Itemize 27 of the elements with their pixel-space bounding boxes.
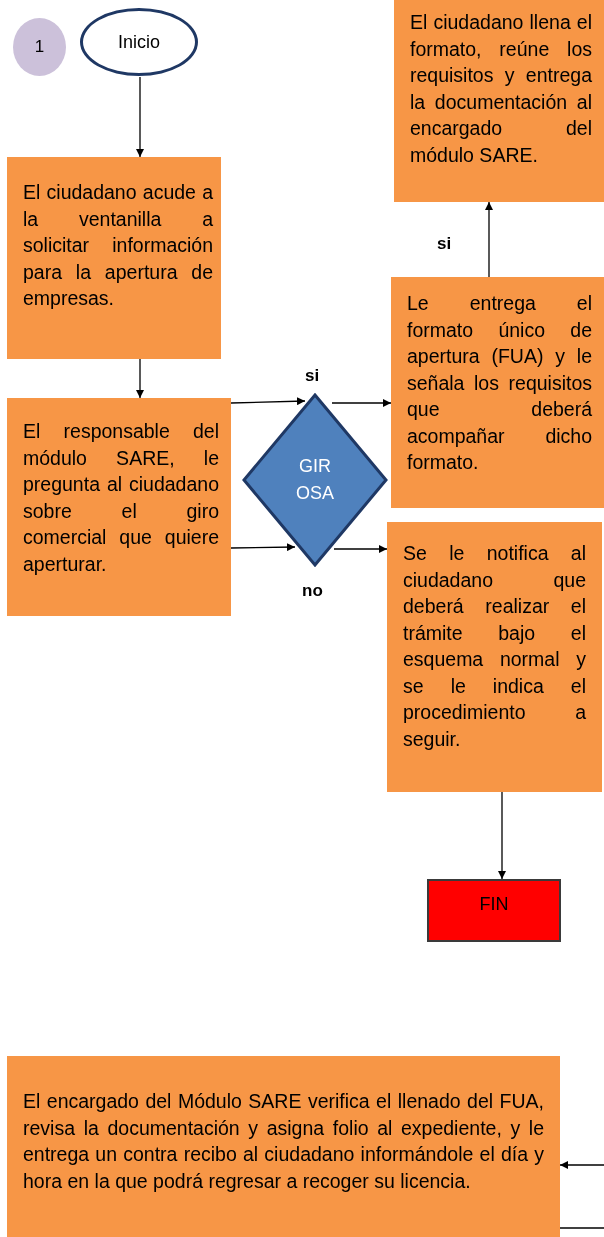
arrow (333, 545, 388, 553)
step-number-circle: 1 (13, 18, 66, 76)
node-text: Le entrega el formato único de apertura (FUA) y le señala los requisitos que deberá acompañar dicho formato. (407, 291, 592, 475)
node-text: El ciudadano llena el formato, reúne los requisitos y entrega la documentación al encargado del módulo SARE. (410, 10, 592, 168)
edge-label: si (437, 235, 452, 252)
process-box (7, 1056, 560, 1237)
arrow (498, 791, 506, 880)
start-ellipse: Inicio (80, 8, 198, 76)
node-text: El ciudadano acude a la ventanilla a solicitar información para la apertura de empresas. (23, 180, 213, 311)
arrow (230, 397, 306, 406)
process-box (7, 398, 231, 616)
arrow (136, 358, 144, 399)
arrow (559, 1161, 604, 1169)
arrow (331, 399, 392, 407)
node-text: Se le notifica al ciudadano que deberá realizar el trámite bajo el esquema normal y se le indica el procedimiento a seguir. (403, 541, 586, 752)
node-text: El responsable del módulo SARE, le pregunta al ciudadano sobre el giro comercial que quiere aperturar. (23, 419, 219, 577)
node-text: GIROSA (295, 455, 335, 505)
arrow (230, 543, 296, 552)
process-box (7, 157, 221, 359)
edge-label: si (305, 367, 320, 384)
end-box: FIN (427, 879, 561, 942)
arrow (136, 76, 144, 158)
process-box (387, 522, 602, 792)
process-box (391, 277, 604, 508)
process-box (394, 0, 604, 202)
node-text: El encargado del Módulo SARE verifica el llenado del FUA, revisa la documentación y asigna folio al expediente, y le entrega un contra recibo al ciudadano informándole el día y hora en la que podrá regresar a recoger su licencia. (23, 1089, 544, 1194)
arrow (485, 201, 493, 278)
